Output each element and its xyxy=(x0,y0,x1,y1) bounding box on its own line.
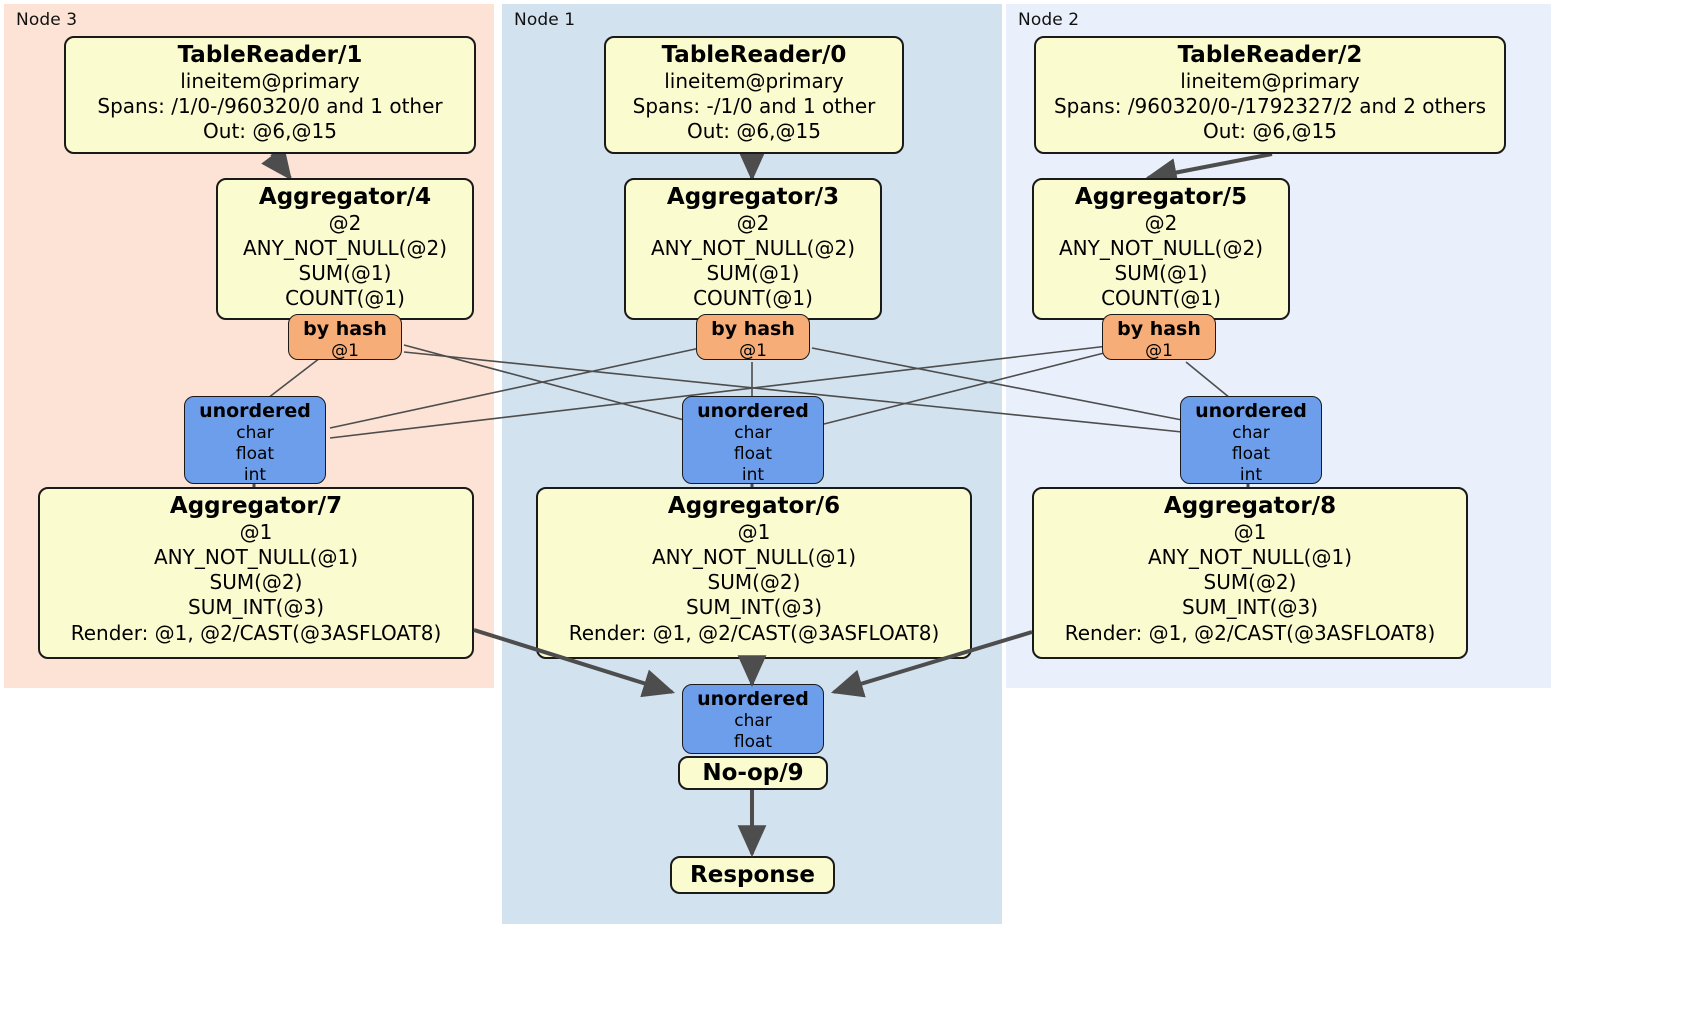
processor-title: TableReader/2 xyxy=(1177,42,1363,68)
processor-aggregator-7[interactable]: Aggregator/7 @1 ANY_NOT_NULL(@1) SUM(@2)… xyxy=(38,487,474,659)
processor-line: @1 xyxy=(737,519,771,544)
processor-title: Aggregator/7 xyxy=(169,493,343,519)
processor-line: @2 xyxy=(736,210,770,235)
processor-title: TableReader/0 xyxy=(661,42,847,68)
processor-line: @1 xyxy=(239,519,273,544)
processor-title: Aggregator/6 xyxy=(667,493,841,519)
router-unordered-node1[interactable]: unordered char float int xyxy=(682,396,824,486)
processor-line: @2 xyxy=(328,210,362,235)
processor-line: Out: @6,@15 xyxy=(687,119,821,144)
processor-line: ANY_NOT_NULL(@1) xyxy=(1148,545,1352,570)
processor-line: COUNT(@1) xyxy=(285,286,405,311)
router-by-hash-node3[interactable]: by hash @1 xyxy=(288,314,402,361)
processor-line: SUM(@2) xyxy=(209,570,303,595)
processor-line: @1 xyxy=(1233,519,1267,544)
router-line: float xyxy=(235,444,275,465)
router-title: by hash xyxy=(711,318,795,340)
processor-title: Aggregator/8 xyxy=(1163,493,1337,519)
router-line: char xyxy=(1232,422,1270,443)
processor-line: ANY_NOT_NULL(@1) xyxy=(154,545,358,570)
processor-line: Render: @1, @2/CAST(@3ASFLOAT8) xyxy=(1064,620,1436,645)
processor-line: Render: @1, @2/CAST(@3ASFLOAT8) xyxy=(70,620,442,645)
processor-aggregator-8[interactable]: Aggregator/8 @1 ANY_NOT_NULL(@1) SUM(@2)… xyxy=(1032,487,1468,659)
processor-line: SUM(@1) xyxy=(706,261,800,286)
router-line: @1 xyxy=(1145,340,1173,361)
processor-title: Response xyxy=(690,861,815,888)
processor-line: SUM(@2) xyxy=(1203,570,1297,595)
router-title: unordered xyxy=(697,688,809,710)
router-line: float xyxy=(1231,444,1271,465)
processor-line: SUM(@1) xyxy=(1114,261,1208,286)
router-title: unordered xyxy=(1195,400,1307,422)
processor-response[interactable]: Response xyxy=(670,856,835,894)
router-title: unordered xyxy=(199,400,311,422)
processor-aggregator-5[interactable]: Aggregator/5 @2 ANY_NOT_NULL(@2) SUM(@1)… xyxy=(1032,178,1290,320)
processor-aggregator-3[interactable]: Aggregator/3 @2 ANY_NOT_NULL(@2) SUM(@1)… xyxy=(624,178,882,320)
processor-title: No-op/9 xyxy=(702,759,804,786)
processor-line: Out: @6,@15 xyxy=(1203,119,1337,144)
processor-line: Spans: -/1/0 and 1 other xyxy=(632,94,876,119)
processor-line: ANY_NOT_NULL(@2) xyxy=(651,236,855,261)
router-title: by hash xyxy=(303,318,387,340)
processor-title: Aggregator/5 xyxy=(1074,184,1248,210)
processor-line: SUM(@2) xyxy=(707,570,801,595)
processor-line: SUM_INT(@3) xyxy=(188,595,324,620)
processor-line: Out: @6,@15 xyxy=(203,119,337,144)
processor-line: Render: @1, @2/CAST(@3ASFLOAT8) xyxy=(568,620,940,645)
router-line: char xyxy=(236,422,274,443)
processor-line: SUM_INT(@3) xyxy=(1182,595,1318,620)
router-line: int xyxy=(741,465,765,486)
processor-line: Spans: /1/0-/960320/0 and 1 other xyxy=(97,94,443,119)
processor-line: lineitem@primary xyxy=(1180,68,1360,93)
router-line: int xyxy=(1239,465,1263,486)
router-line: char xyxy=(734,422,772,443)
processor-tablereader-1[interactable]: TableReader/1 lineitem@primary Spans: /1… xyxy=(64,36,476,154)
node-panel-label-node3: Node 3 xyxy=(16,10,78,30)
processor-line: @2 xyxy=(1144,210,1178,235)
processor-title: Aggregator/3 xyxy=(666,184,840,210)
node-panel-label-node2: Node 2 xyxy=(1018,10,1080,30)
router-line: float xyxy=(733,732,773,753)
processor-line: ANY_NOT_NULL(@2) xyxy=(1059,236,1263,261)
processor-line: SUM_INT(@3) xyxy=(686,595,822,620)
processor-aggregator-4[interactable]: Aggregator/4 @2 ANY_NOT_NULL(@2) SUM(@1)… xyxy=(216,178,474,320)
processor-line: Spans: /960320/0-/1792327/2 and 2 others xyxy=(1053,94,1486,119)
router-line: @1 xyxy=(739,340,767,361)
router-title: by hash xyxy=(1117,318,1201,340)
processor-line: lineitem@primary xyxy=(664,68,844,93)
router-unordered-node2[interactable]: unordered char float int xyxy=(1180,396,1322,486)
router-by-hash-node2[interactable]: by hash @1 xyxy=(1102,314,1216,361)
processor-line: SUM(@1) xyxy=(298,261,392,286)
processor-line: COUNT(@1) xyxy=(693,286,813,311)
router-line: @1 xyxy=(331,340,359,361)
router-by-hash-node1[interactable]: by hash @1 xyxy=(696,314,810,361)
processor-aggregator-6[interactable]: Aggregator/6 @1 ANY_NOT_NULL(@1) SUM(@2)… xyxy=(536,487,972,659)
processor-noop-9[interactable]: No-op/9 xyxy=(678,756,828,790)
router-unordered-final[interactable]: unordered char float xyxy=(682,684,824,754)
processor-title: TableReader/1 xyxy=(177,42,363,68)
processor-line: lineitem@primary xyxy=(180,68,360,93)
node-panel-label-node1: Node 1 xyxy=(514,10,576,30)
router-unordered-node3[interactable]: unordered char float int xyxy=(184,396,326,486)
router-line: int xyxy=(243,465,267,486)
router-line: char xyxy=(734,710,772,731)
router-line: float xyxy=(733,444,773,465)
router-title: unordered xyxy=(697,400,809,422)
processor-title: Aggregator/4 xyxy=(258,184,432,210)
processor-tablereader-0[interactable]: TableReader/0 lineitem@primary Spans: -/… xyxy=(604,36,904,154)
processor-line: COUNT(@1) xyxy=(1101,286,1221,311)
processor-tablereader-2[interactable]: TableReader/2 lineitem@primary Spans: /9… xyxy=(1034,36,1506,154)
processor-line: ANY_NOT_NULL(@2) xyxy=(243,236,447,261)
processor-line: ANY_NOT_NULL(@1) xyxy=(652,545,856,570)
